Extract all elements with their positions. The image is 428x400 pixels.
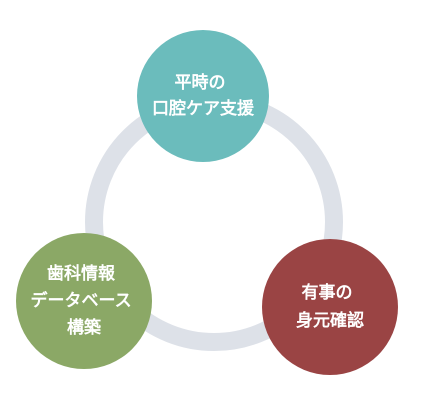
node-right-circle [262,239,398,375]
node-left-circle [16,233,152,369]
node-right: 有事の 身元確認 [262,239,398,375]
node-left: 歯科情報 データベース 構築 [16,233,152,369]
svg-text:平時の 口腔ケア支援: 平時の 口腔ケア支援 [152,72,255,119]
node-right-line-1: 有事の [302,282,353,303]
node-left-line-3: 構築 [67,317,102,338]
node-left-line-1: 歯科情報 [47,263,116,284]
svg-text:歯科情報 データベース 構築: 歯科情報 データベース 構築 [30,263,137,338]
node-top-line-2: 口腔ケア支援 [152,98,255,119]
node-top-circle [137,30,269,162]
node-left-line-2: データベース [30,290,131,311]
svg-text:有事の 身元確認: 有事の 身元確認 [296,282,364,331]
node-right-line-2: 身元確認 [296,310,364,331]
node-top-line-1: 平時の [175,72,226,93]
node-top: 平時の 口腔ケア支援 [137,30,269,162]
